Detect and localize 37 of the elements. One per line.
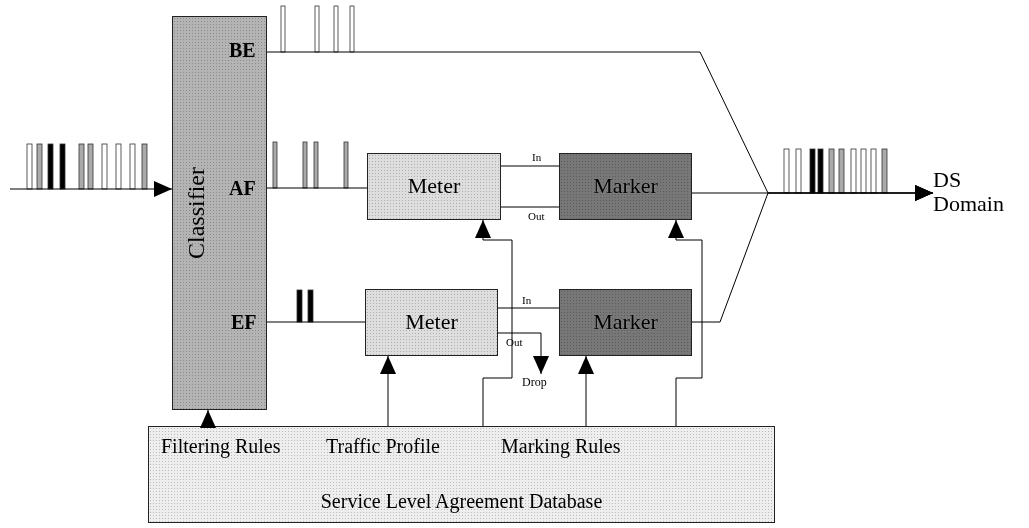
connector-line <box>266 187 368 189</box>
database-title: Service Level Agreement Database <box>319 490 604 512</box>
box-label: Meter <box>407 174 461 199</box>
class-label: BE <box>229 39 256 61</box>
edge-label: In <box>532 151 542 164</box>
edge-label: Out <box>506 336 523 349</box>
rules-label: Marking Rules <box>501 435 621 457</box>
classifier-label: Classifier <box>182 167 209 259</box>
class-label: EF <box>231 311 257 333</box>
rules-label: Filtering Rules <box>161 435 281 457</box>
box-label: Marker <box>593 174 658 199</box>
arrow <box>475 219 513 427</box>
box-label: Meter <box>405 310 458 335</box>
profile-label: Traffic Profile <box>326 435 440 457</box>
arrow <box>578 355 594 427</box>
arrow <box>200 409 216 428</box>
box-label: Marker <box>593 310 658 335</box>
marker-box <box>559 153 692 220</box>
arrow <box>380 355 396 427</box>
database-box <box>148 426 775 523</box>
arrow <box>9 181 173 197</box>
connector-line <box>500 206 560 208</box>
arrow <box>497 332 549 375</box>
edge-label: Out <box>528 210 545 223</box>
connector-line <box>497 307 560 309</box>
classifier-box <box>172 16 267 410</box>
connector-line <box>266 321 366 323</box>
connector-line <box>500 165 560 167</box>
marker-box <box>559 289 692 356</box>
arrow <box>691 185 934 323</box>
meter-box <box>367 153 501 220</box>
ds-domain-text: DS Domain <box>933 167 1005 217</box>
class-label: AF <box>229 177 256 199</box>
drop-text: Drop <box>522 376 547 390</box>
arrow <box>668 219 703 427</box>
edge-label: In <box>522 294 532 307</box>
meter-box <box>365 289 498 356</box>
